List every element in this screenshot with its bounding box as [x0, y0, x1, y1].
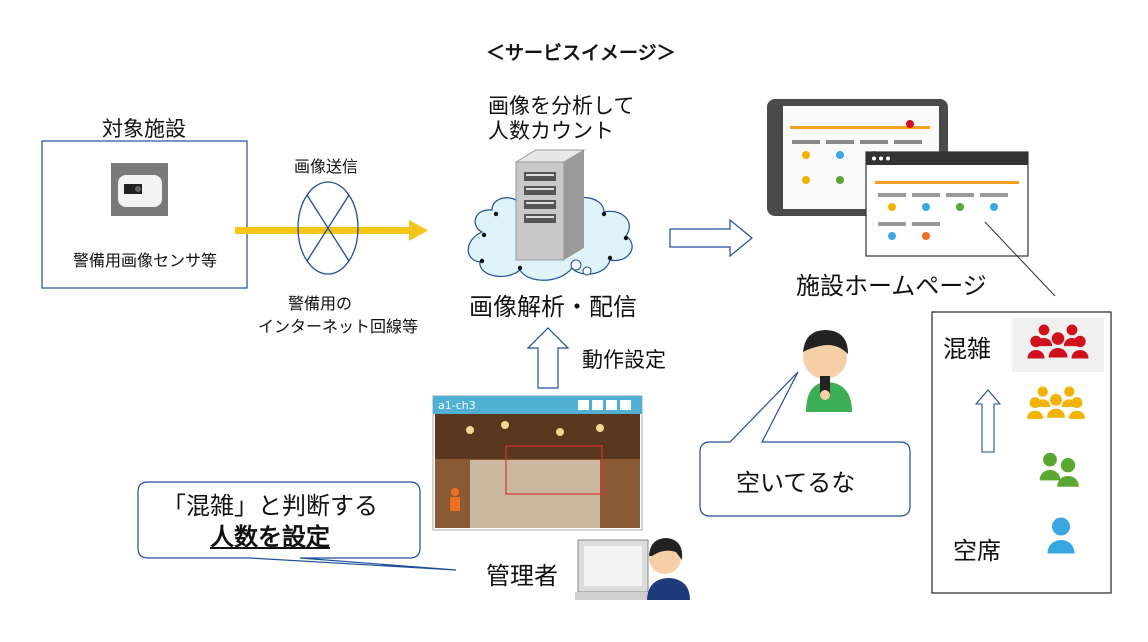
network-label-line2: インターネット回線等 [258, 317, 419, 336]
transmission-label: 画像送信 [294, 157, 359, 176]
user-icon [803, 330, 852, 412]
legend-vacant-label: 空席 [953, 537, 1001, 565]
distribution-arrow [669, 218, 753, 258]
camera-view [432, 395, 643, 531]
analysis-desc-line2: 人数カウント [488, 119, 614, 143]
admin-icon [575, 538, 690, 600]
network-label-line1: 警備用の [288, 294, 353, 313]
homepage-label: 施設ホームページ [796, 272, 987, 300]
transmission-arrow [235, 220, 428, 241]
admin-speech-bubble [137, 481, 457, 571]
analysis-desc-line1: 画像を分析して [488, 94, 635, 118]
facility-box [41, 140, 248, 289]
network-icon [297, 181, 359, 275]
settings-arrow [526, 327, 570, 389]
sensor-device-image [111, 163, 168, 216]
admin-bubble-line2: 人数を設定 [210, 523, 330, 551]
sensor-label: 警備用画像センサ等 [73, 251, 218, 270]
server-icon [514, 149, 586, 261]
analysis-label: 画像解析・配信 [469, 293, 637, 321]
page-title: ＜サービスイメージ＞ [486, 42, 676, 64]
user-speech-bubble [699, 371, 911, 517]
facility-label: 対象施設 [102, 117, 186, 141]
browser-screenshot [865, 151, 1029, 257]
admin-label: 管理者 [486, 562, 558, 590]
legend-crowded-highlight [1012, 318, 1104, 372]
admin-bubble-line1: 「混雑」と判断する [162, 492, 378, 520]
user-bubble-text: 空いてるな [736, 469, 856, 497]
camera-name: a1-ch3 [438, 399, 476, 412]
legend-crowded-label: 混雑 [943, 335, 991, 363]
settings-label: 動作設定 [582, 348, 666, 372]
legend-up-arrow [974, 389, 1002, 453]
